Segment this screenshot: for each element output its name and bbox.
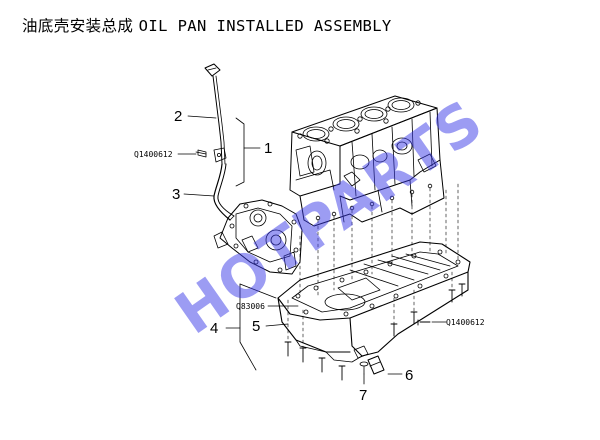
cylinder-bores [297, 97, 421, 144]
oil-pan [277, 241, 471, 363]
assembly-guide-lines [287, 183, 459, 349]
part-number-sealant: Q83006 [236, 302, 265, 311]
part-number-oil-pan-bolt: Q1400612 [446, 318, 485, 327]
part-number-dipstick-bolt: Q1400612 [134, 150, 173, 159]
callout-1: 1 [264, 140, 272, 157]
engine-block [289, 95, 445, 227]
dipstick [204, 63, 227, 165]
callout-2: 2 [174, 108, 182, 125]
callout-6: 6 [405, 367, 413, 384]
pan-bolts [284, 283, 466, 381]
callout-5: 5 [252, 318, 260, 335]
page-title: 油底壳安装总成 OIL PAN INSTALLED ASSEMBLY [22, 14, 392, 36]
title-english: OIL PAN INSTALLED ASSEMBLY [138, 17, 392, 35]
leader-lines [177, 115, 447, 385]
drain-plug-gasket [359, 361, 369, 375]
dipstick-guide-tube [213, 163, 235, 221]
title-chinese: 油底壳安装总成 [22, 17, 134, 35]
callout-7: 7 [359, 387, 367, 404]
drain-plug [367, 355, 385, 375]
dipstick-bracket-bolt [195, 149, 207, 158]
callout-3: 3 [172, 186, 180, 203]
callout-4: 4 [210, 320, 218, 337]
